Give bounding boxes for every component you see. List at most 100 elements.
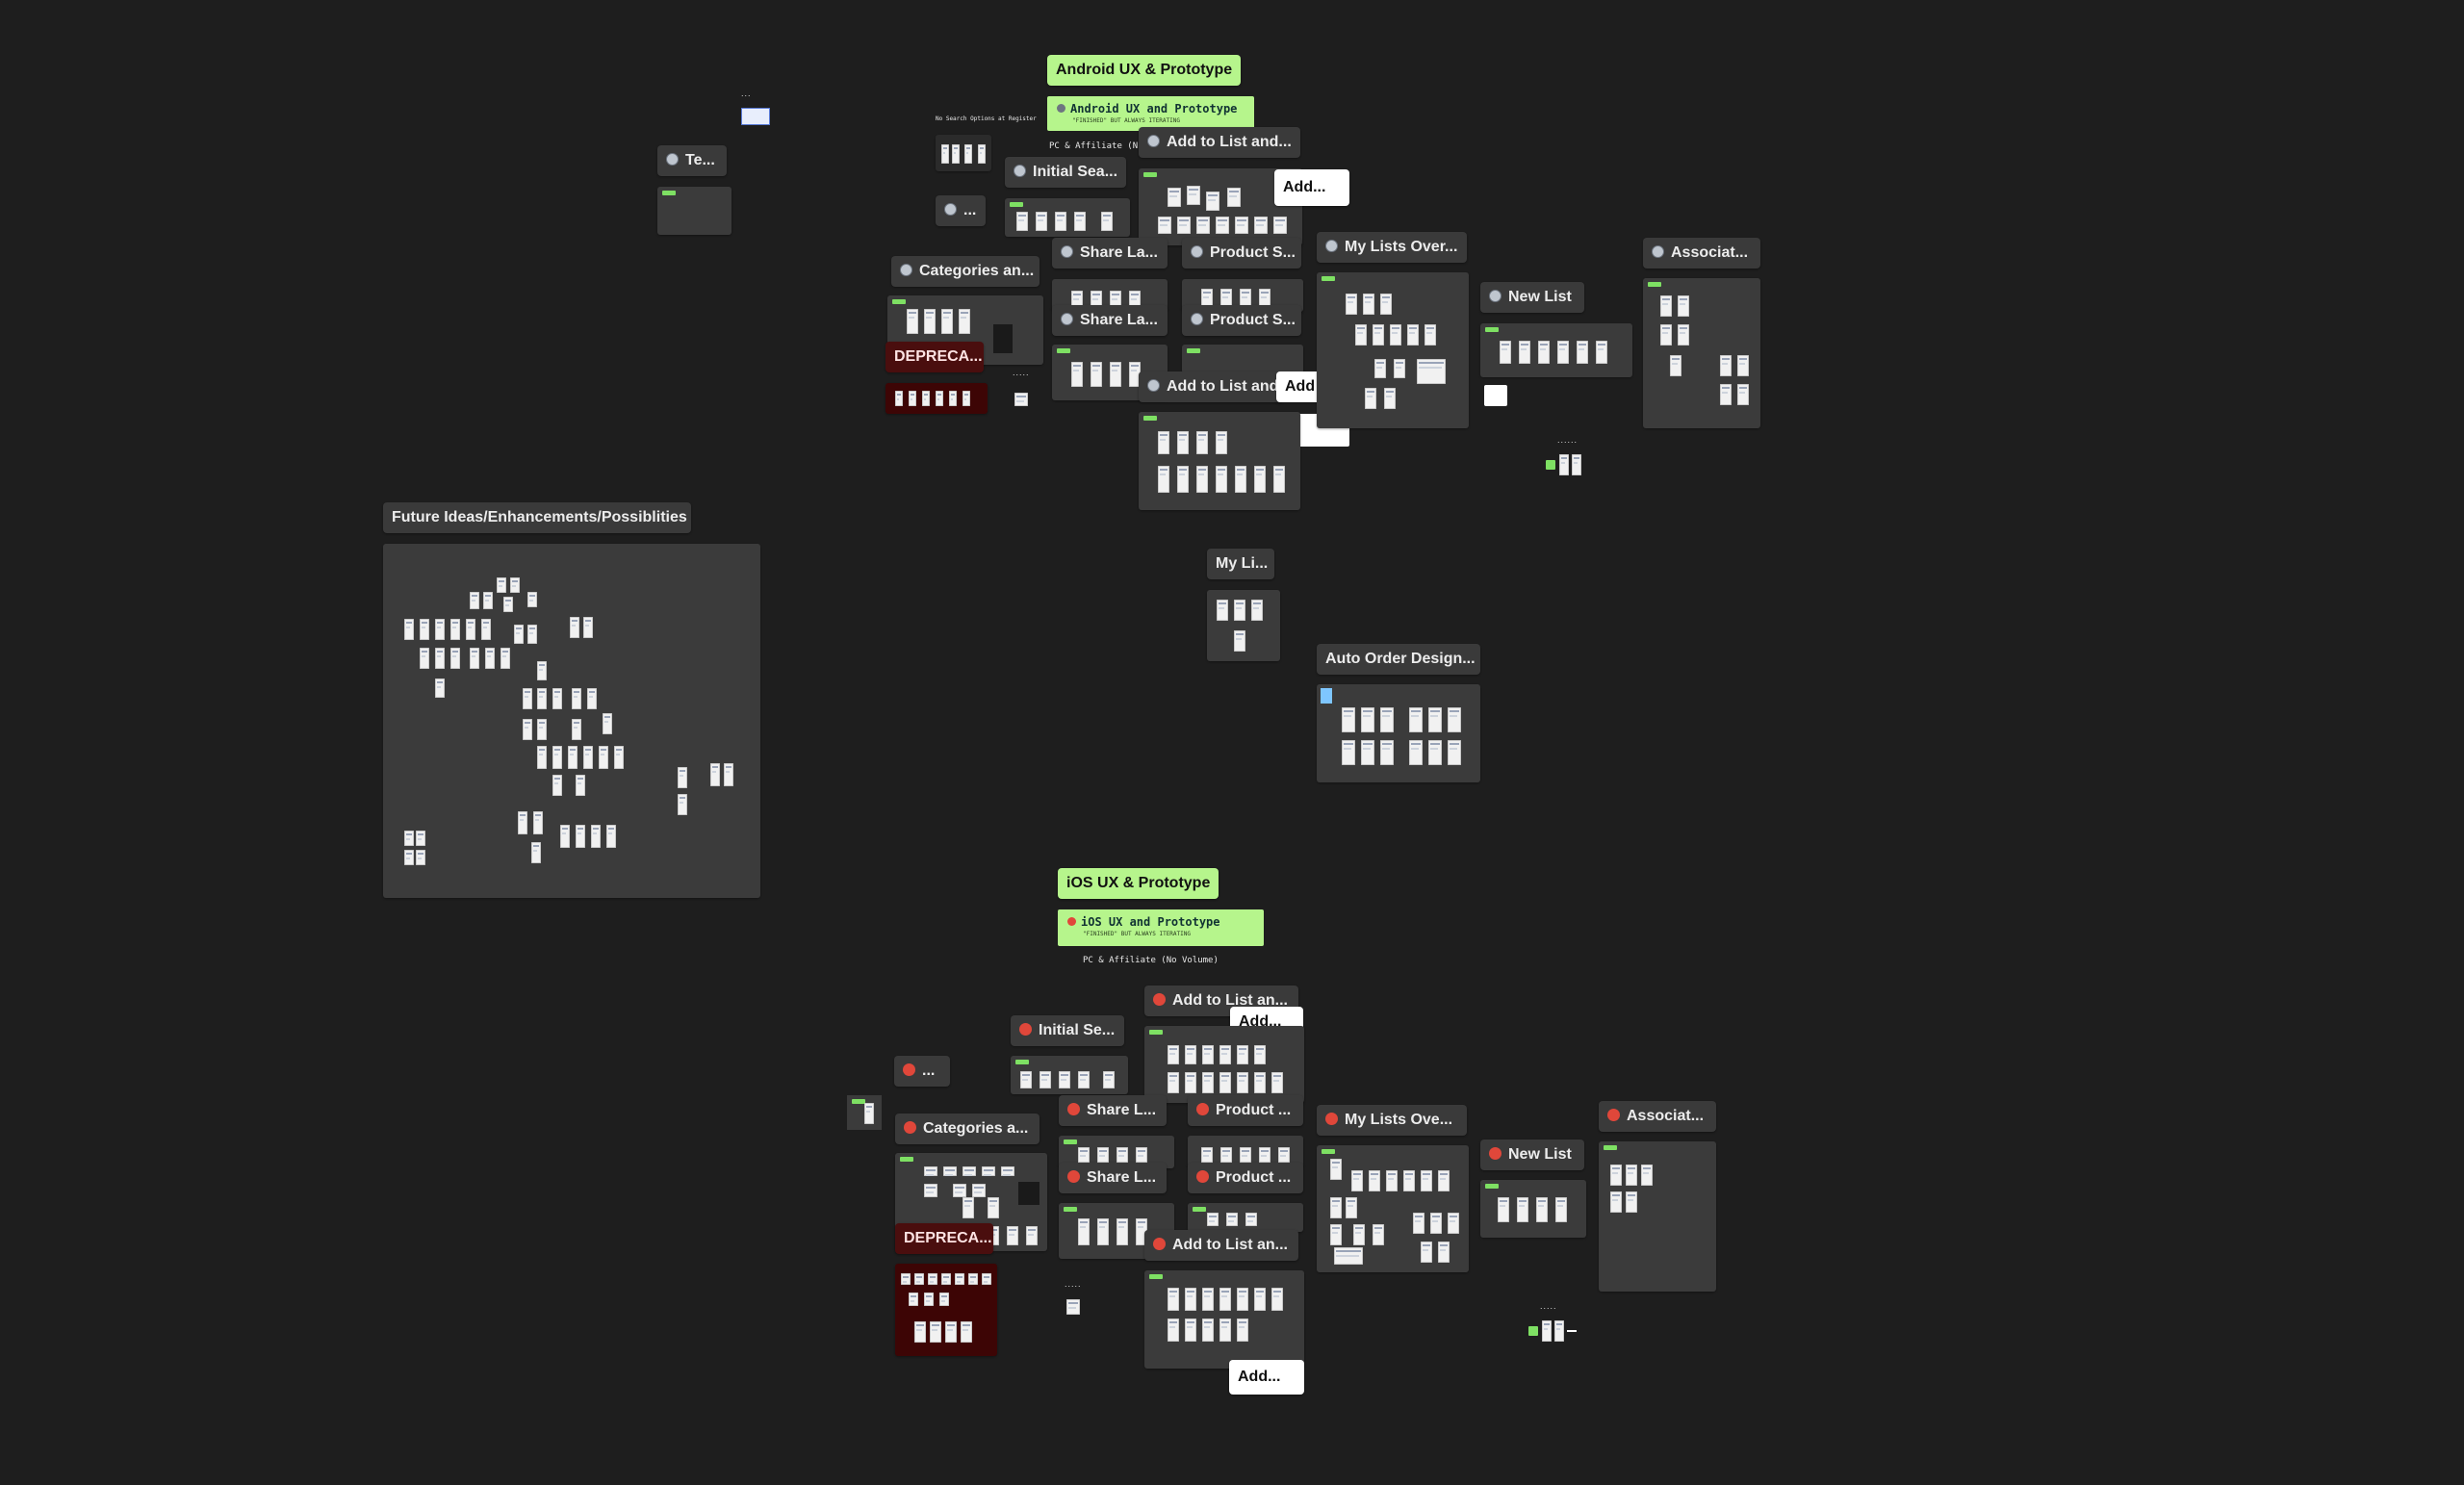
frame-tag-icon: [1322, 1149, 1335, 1154]
thumbnail-icon: [435, 648, 445, 669]
thumbnail-icon: [1240, 1147, 1251, 1163]
android-icon: [900, 264, 912, 276]
android-auto-order-label[interactable]: Auto Order Design...: [1317, 644, 1480, 675]
ios-share-l-1-label[interactable]: Share L...: [1059, 1095, 1167, 1126]
thumbnail-icon: [568, 746, 578, 769]
ios-dots-2: .....: [1540, 1301, 1557, 1311]
android-my-li-label[interactable]: My Li...: [1207, 549, 1274, 579]
android-product-s-2-frame[interactable]: [1182, 345, 1303, 373]
thumbnail-icon: [1226, 1213, 1238, 1226]
thumbnail-icon: [470, 648, 479, 669]
thumbnail-icon: [1555, 1197, 1567, 1222]
ios-associate-label[interactable]: Associat...: [1599, 1101, 1716, 1132]
future-ideas-label[interactable]: Future Ideas/Enhancements/Possiblities: [383, 502, 691, 533]
thumbnail-icon: [955, 1273, 964, 1285]
ios-add-to-list-1-frame[interactable]: [1144, 1026, 1304, 1103]
thumbnail-icon: [1227, 188, 1241, 207]
android-small-cluster[interactable]: [1546, 452, 1586, 477]
android-associate-frame[interactable]: [1643, 278, 1760, 428]
thumbnail-icon: [962, 391, 970, 406]
android-add-to-list-2-label[interactable]: Add to List and...: [1139, 371, 1283, 402]
android-te-frame[interactable]: [657, 187, 732, 235]
thumbnail-icon: [978, 144, 986, 164]
frame-tag-icon: [852, 1099, 865, 1104]
thumbnail-icon: [1386, 1170, 1398, 1191]
android-product-s-2-label[interactable]: Product S...: [1182, 305, 1301, 336]
android-deprecated-frame[interactable]: [886, 383, 988, 414]
ios-share-l-2-label[interactable]: Share L...: [1059, 1163, 1167, 1193]
android-product-s-1-label[interactable]: Product S...: [1182, 238, 1301, 269]
android-blue-card[interactable]: [741, 108, 770, 125]
android-white-square[interactable]: [1484, 385, 1507, 406]
android-share-la-1-label[interactable]: Share La...: [1052, 238, 1168, 269]
thumbnail-icon: [1220, 1147, 1232, 1163]
thumbnail-icon: [1626, 1191, 1637, 1213]
android-section-title[interactable]: Android UX & Prototype: [1047, 55, 1242, 86]
android-my-lists-overview-frame[interactable]: [1317, 272, 1469, 428]
ios-initial-search-frame[interactable]: [1011, 1056, 1128, 1094]
android-initial-search-label[interactable]: Initial Sea...: [1005, 157, 1126, 188]
android-add-sticky-1[interactable]: Add...: [1274, 169, 1349, 206]
thumbnail-icon: [1185, 1319, 1196, 1342]
thumbnail-icon: [1409, 740, 1423, 765]
android-my-lists-overview-label[interactable]: My Lists Over...: [1317, 232, 1467, 263]
thumbnail-icon: [1254, 1072, 1266, 1093]
ios-small-cluster[interactable]: [1528, 1319, 1580, 1344]
android-initial-search-frame[interactable]: [1005, 198, 1130, 237]
thumbnail-icon: [435, 678, 445, 698]
ios-deprecated-label[interactable]: DEPRECA...: [895, 1223, 993, 1254]
android-new-list-label[interactable]: New List: [1480, 282, 1584, 313]
thumbnail-icon: [606, 825, 616, 848]
ios-product-2-frame[interactable]: [1188, 1203, 1303, 1232]
thumbnail-icon: [1185, 1045, 1196, 1064]
ios-product-1-label[interactable]: Product ...: [1188, 1095, 1303, 1126]
android-banner[interactable]: Android UX and Prototype "FINISHED" BUT …: [1047, 96, 1254, 131]
thumbnail-icon: [1641, 1165, 1653, 1186]
android-banner-subtitle: "FINISHED" BUT ALWAYS ITERATING: [1072, 117, 1180, 124]
future-ideas-frame[interactable]: [383, 544, 760, 898]
android-te-label[interactable]: Te...: [657, 145, 727, 176]
thumbnail-icon: [1234, 630, 1245, 652]
ios-initial-search-label[interactable]: Initial Se...: [1011, 1015, 1124, 1046]
ios-my-lists-overview-frame[interactable]: [1317, 1145, 1469, 1272]
ios-left-cluster[interactable]: [847, 1095, 882, 1130]
android-share-la-2-frame[interactable]: [1052, 345, 1168, 400]
ios-deprecated-frame[interactable]: [895, 1264, 997, 1356]
android-small-frame-1[interactable]: [936, 135, 991, 171]
thumbnail-icon: [1365, 388, 1376, 409]
android-my-li-frame[interactable]: [1207, 590, 1280, 661]
ios-new-list-frame[interactable]: [1480, 1180, 1586, 1238]
thumbnail-icon: [503, 597, 513, 612]
thumbnail-icon: [533, 811, 543, 834]
android-add-to-list-2-frame[interactable]: [1139, 412, 1300, 510]
android-deprecated-label[interactable]: DEPRECA...: [886, 342, 984, 372]
thumbnail-icon: [945, 1321, 957, 1343]
ios-associate-frame[interactable]: [1599, 1141, 1716, 1292]
android-share-la-2-label[interactable]: Share La...: [1052, 305, 1168, 336]
ios-categories-label[interactable]: Categories a...: [895, 1114, 1040, 1144]
android-icon: [944, 203, 957, 216]
android-add-to-list-1-label[interactable]: Add to List and...: [1139, 127, 1300, 158]
android-ellipsis-label[interactable]: ...: [936, 195, 986, 226]
ios-new-list-label[interactable]: New List: [1480, 1139, 1584, 1170]
thumbnail-icon: [1363, 294, 1374, 315]
thumbnail-icon: [1394, 359, 1405, 378]
ios-product-2-label[interactable]: Product ...: [1188, 1163, 1303, 1193]
android-auto-order-frame[interactable]: [1317, 684, 1480, 782]
ios-add-to-list-2-frame[interactable]: [1144, 1270, 1304, 1369]
frame-tag-icon: [1485, 1184, 1499, 1189]
android-categories-label[interactable]: Categories an...: [891, 256, 1040, 287]
label-text: Add to List and...: [1167, 378, 1283, 395]
android-associate-label[interactable]: Associat...: [1643, 238, 1760, 269]
ios-add-to-list-2-label[interactable]: Add to List an...: [1144, 1230, 1298, 1261]
apple-icon: [1607, 1109, 1620, 1121]
thumbnail-icon: [1373, 1224, 1384, 1245]
ios-ellipsis-label[interactable]: ...: [894, 1056, 950, 1087]
thumbnail-icon: [1610, 1165, 1622, 1186]
ios-add-sticky-2[interactable]: Add...: [1229, 1360, 1304, 1395]
ios-section-title[interactable]: iOS UX & Prototype: [1058, 868, 1219, 899]
ios-my-lists-overview-label[interactable]: My Lists Ove...: [1317, 1105, 1467, 1136]
ios-banner[interactable]: iOS UX and Prototype "FINISHED" BUT ALWA…: [1058, 909, 1264, 946]
android-new-list-frame[interactable]: [1480, 323, 1632, 377]
